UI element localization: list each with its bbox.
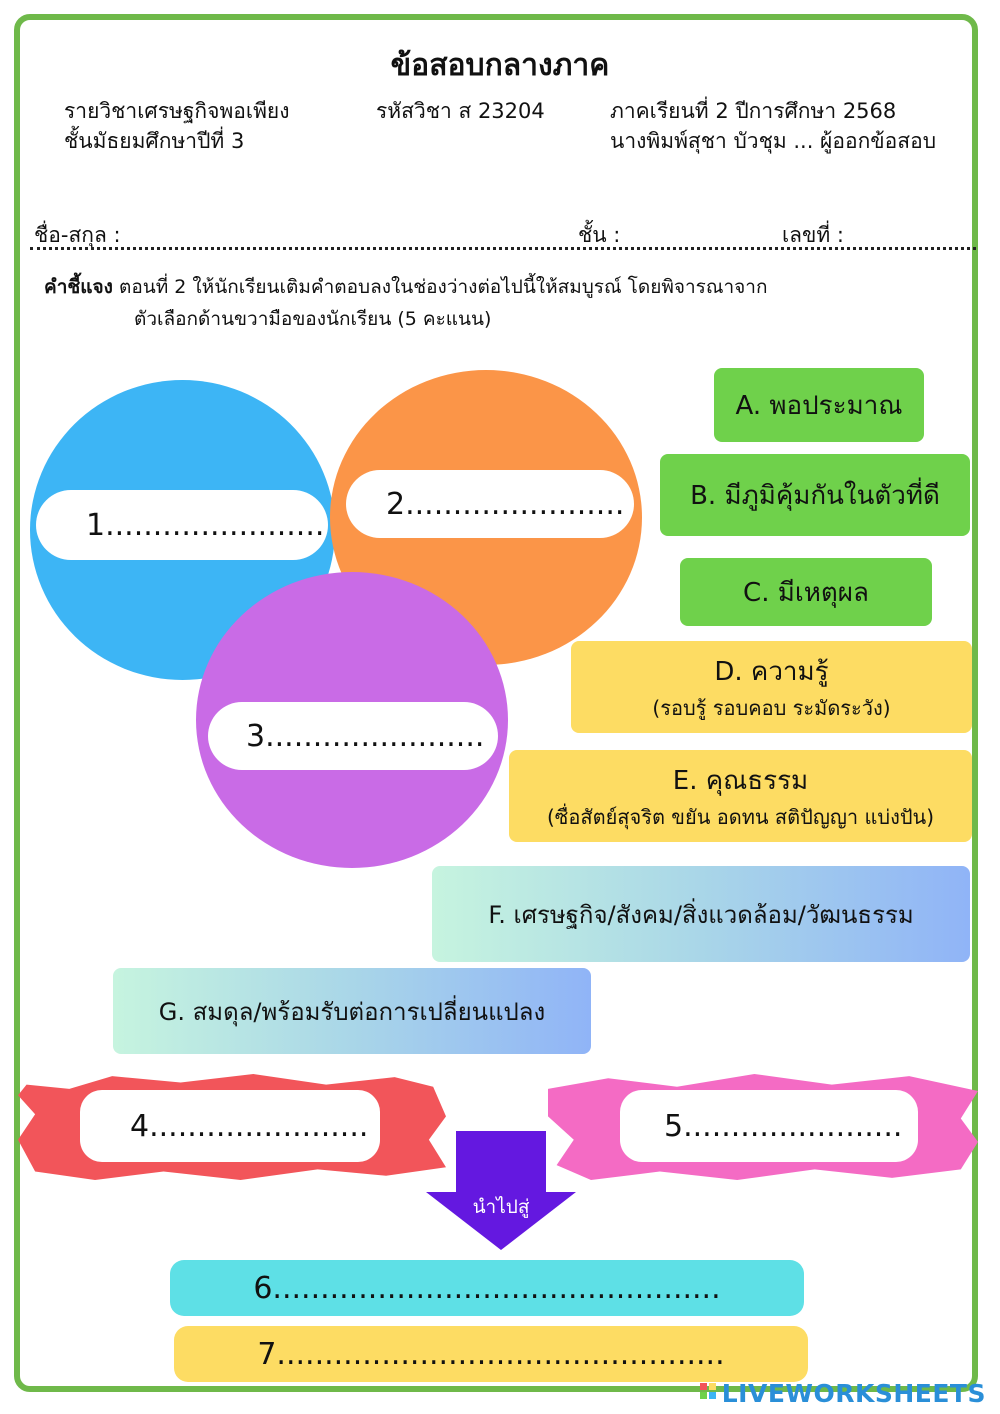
exam-author: นางพิมพ์สุชา บัวชุม ... ผู้ออกข้อสอบ <box>610 126 936 156</box>
option-d-detail: (รอบรู้ รอบคอบ ระมัดระวัง) <box>652 692 890 724</box>
term-year: ภาคเรียนที่ 2 ปีการศึกษา 2568 <box>610 96 936 126</box>
number-label: เลขที่ : <box>782 220 844 250</box>
arrow-label: นำไปสู่ <box>446 1192 556 1222</box>
option-c: C. มีเหตุผล <box>680 558 932 626</box>
name-label: ชื่อ-สกุล : <box>34 220 121 250</box>
term-block: ภาคเรียนที่ 2 ปีการศึกษา 2568 นางพิมพ์สุ… <box>610 96 936 156</box>
option-g: G. สมดุล/พร้อมรับต่อการเปลี่ยนแปลง <box>113 968 591 1054</box>
option-b: B. มีภูมิคุ้มกันในตัวที่ดี <box>660 454 970 536</box>
option-e-detail: (ซื่อสัตย์สุจริต ขยัน อดทน สติปัญญา แบ่ง… <box>547 801 934 833</box>
subject-name: รายวิชาเศรษฐกิจพอเพียง <box>64 96 289 126</box>
blank-4[interactable]: 4....................... <box>80 1090 380 1162</box>
subject-code: รหัสวิชา ส 23204 <box>376 96 545 126</box>
arrow-shaft <box>456 1131 546 1193</box>
student-info-line[interactable] <box>30 247 976 250</box>
blank-3[interactable]: 3....................... <box>208 702 498 770</box>
blank-5[interactable]: 5....................... <box>620 1090 918 1162</box>
grade-level: ชั้นมัธยมศึกษาปีที่ 3 <box>64 126 289 156</box>
class-label: ชั้น : <box>578 220 620 250</box>
option-a: A. พอประมาณ <box>714 368 924 442</box>
blank-7[interactable]: 7.......................................… <box>174 1326 808 1382</box>
option-f: F. เศรษฐกิจ/สังคม/สิ่งแวดล้อม/วัฒนธรรม <box>432 866 970 962</box>
subject-block: รายวิชาเศรษฐกิจพอเพียง ชั้นมัธยมศึกษาปีท… <box>64 96 289 156</box>
option-d-title: D. ความรู้ <box>714 651 828 692</box>
liveworksheets-logo: LIVEWORKSHEETS <box>700 1379 986 1408</box>
instructions: คำชี้แจง ตอนที่ 2 ให้นักเรียนเติมคำตอบลง… <box>44 271 944 335</box>
blank-6[interactable]: 6.......................................… <box>170 1260 804 1316</box>
option-e-title: E. คุณธรรม <box>673 760 808 801</box>
blank-2[interactable]: 2....................... <box>346 470 634 538</box>
instructions-text: ตอนที่ 2 ให้นักเรียนเติมคำตอบลงในช่องว่า… <box>113 276 768 298</box>
option-e: E. คุณธรรม (ซื่อสัตย์สุจริต ขยัน อดทน สต… <box>509 750 972 842</box>
instructions-label: คำชี้แจง <box>44 276 113 298</box>
watermark-text: LIVEWORKSHEETS <box>722 1379 986 1408</box>
option-d: D. ความรู้ (รอบรู้ รอบคอบ ระมัดระวัง) <box>571 641 972 733</box>
instructions-line-2: ตัวเลือกด้านขวามือของนักเรียน (5 คะแนน) <box>44 303 944 335</box>
liveworksheets-icon <box>700 1383 718 1405</box>
page-title: ข้อสอบกลางภาค <box>0 42 1000 89</box>
blank-1[interactable]: 1....................... <box>36 490 328 560</box>
instructions-line-1: คำชี้แจง ตอนที่ 2 ให้นักเรียนเติมคำตอบลง… <box>44 271 944 303</box>
